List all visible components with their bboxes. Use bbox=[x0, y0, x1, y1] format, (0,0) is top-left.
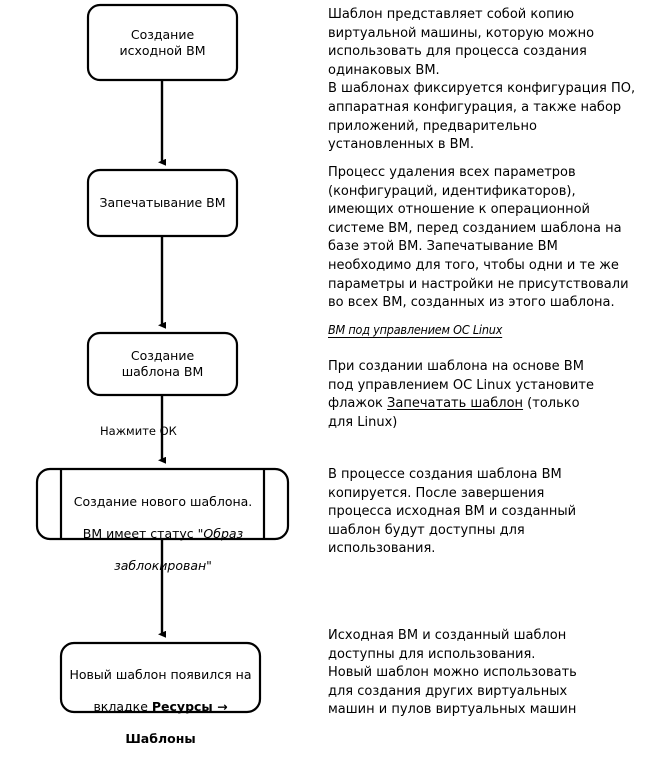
node-seal-vm-label: Запечатывание ВМ bbox=[99, 195, 226, 210]
node-template-appeared-shape bbox=[59, 641, 262, 714]
node-template-appeared-tab-path-2: Шаблоны bbox=[125, 731, 196, 746]
node-template-appeared-line-1: Новый шаблон появился на bbox=[69, 667, 252, 682]
node-template-appeared-line-2: вкладке Ресурсы → bbox=[61, 699, 260, 715]
note-paragraph-copy-process: В процессе создания шаблона ВМ копируетс… bbox=[328, 467, 577, 557]
note-paragraph-availability: Исходная ВМ и созданный шаблон доступны … bbox=[328, 628, 577, 718]
notes-column: Шаблон представляет собой копию виртуаль… bbox=[328, 0, 670, 729]
note-paragraph-template-definition: Шаблон представляет собой копию виртуаль… bbox=[328, 7, 636, 153]
node-new-template-created-line-3-suffix: " bbox=[206, 558, 212, 573]
node-create-source-vm-label: Создание исходной ВМ bbox=[119, 26, 206, 58]
node-create-template-label: Создание шаблона ВМ bbox=[121, 348, 204, 379]
note-paragraph-linux-checkbox: При создании шаблона на основе ВМ под уп… bbox=[328, 358, 668, 432]
node-new-template-created-line-2-prefix: ВМ имеет статус " bbox=[82, 526, 204, 541]
node-new-template-created-label: Создание нового шаблона. ВМ имеет статус… bbox=[63, 469, 263, 573]
edge-label-press-ok: Нажмите ОК bbox=[100, 424, 177, 438]
note-linux-checkbox-after: (только для Linux) bbox=[328, 396, 580, 430]
node-new-template-created-status-word-1: Образ bbox=[203, 526, 244, 541]
note-linux-checkbox-before: При создании шаблона на основе ВМ под уп… bbox=[328, 359, 594, 412]
flowchart-canvas bbox=[35, 3, 290, 714]
note-paragraph-sealing-description: Процесс удаления всех параметров (конфиг… bbox=[328, 165, 629, 311]
node-template-appeared-label: Новый шаблон появился на вкладке Ресурсы… bbox=[61, 643, 260, 746]
note-linux-checkbox-option-label: Запечатать шаблон bbox=[387, 396, 524, 412]
node-new-template-created-line-3: заблокирован" bbox=[63, 558, 263, 574]
note-heading-linux-vm: ВМ под управлением ОС Linux bbox=[328, 322, 503, 337]
node-template-appeared-line-2-prefix: вкладке bbox=[93, 699, 152, 714]
node-template-appeared-tab-path-1: Ресурсы → bbox=[151, 699, 228, 714]
node-new-template-created-status-word-2: заблокирован bbox=[114, 558, 207, 573]
node-new-template-created-line-2: ВМ имеет статус "Образ bbox=[63, 526, 263, 542]
node-new-template-created-line-1: Создание нового шаблона. bbox=[73, 494, 253, 509]
flowchart-diagram: Создание исходной ВМ Запечатывание ВМ Со… bbox=[0, 0, 320, 746]
